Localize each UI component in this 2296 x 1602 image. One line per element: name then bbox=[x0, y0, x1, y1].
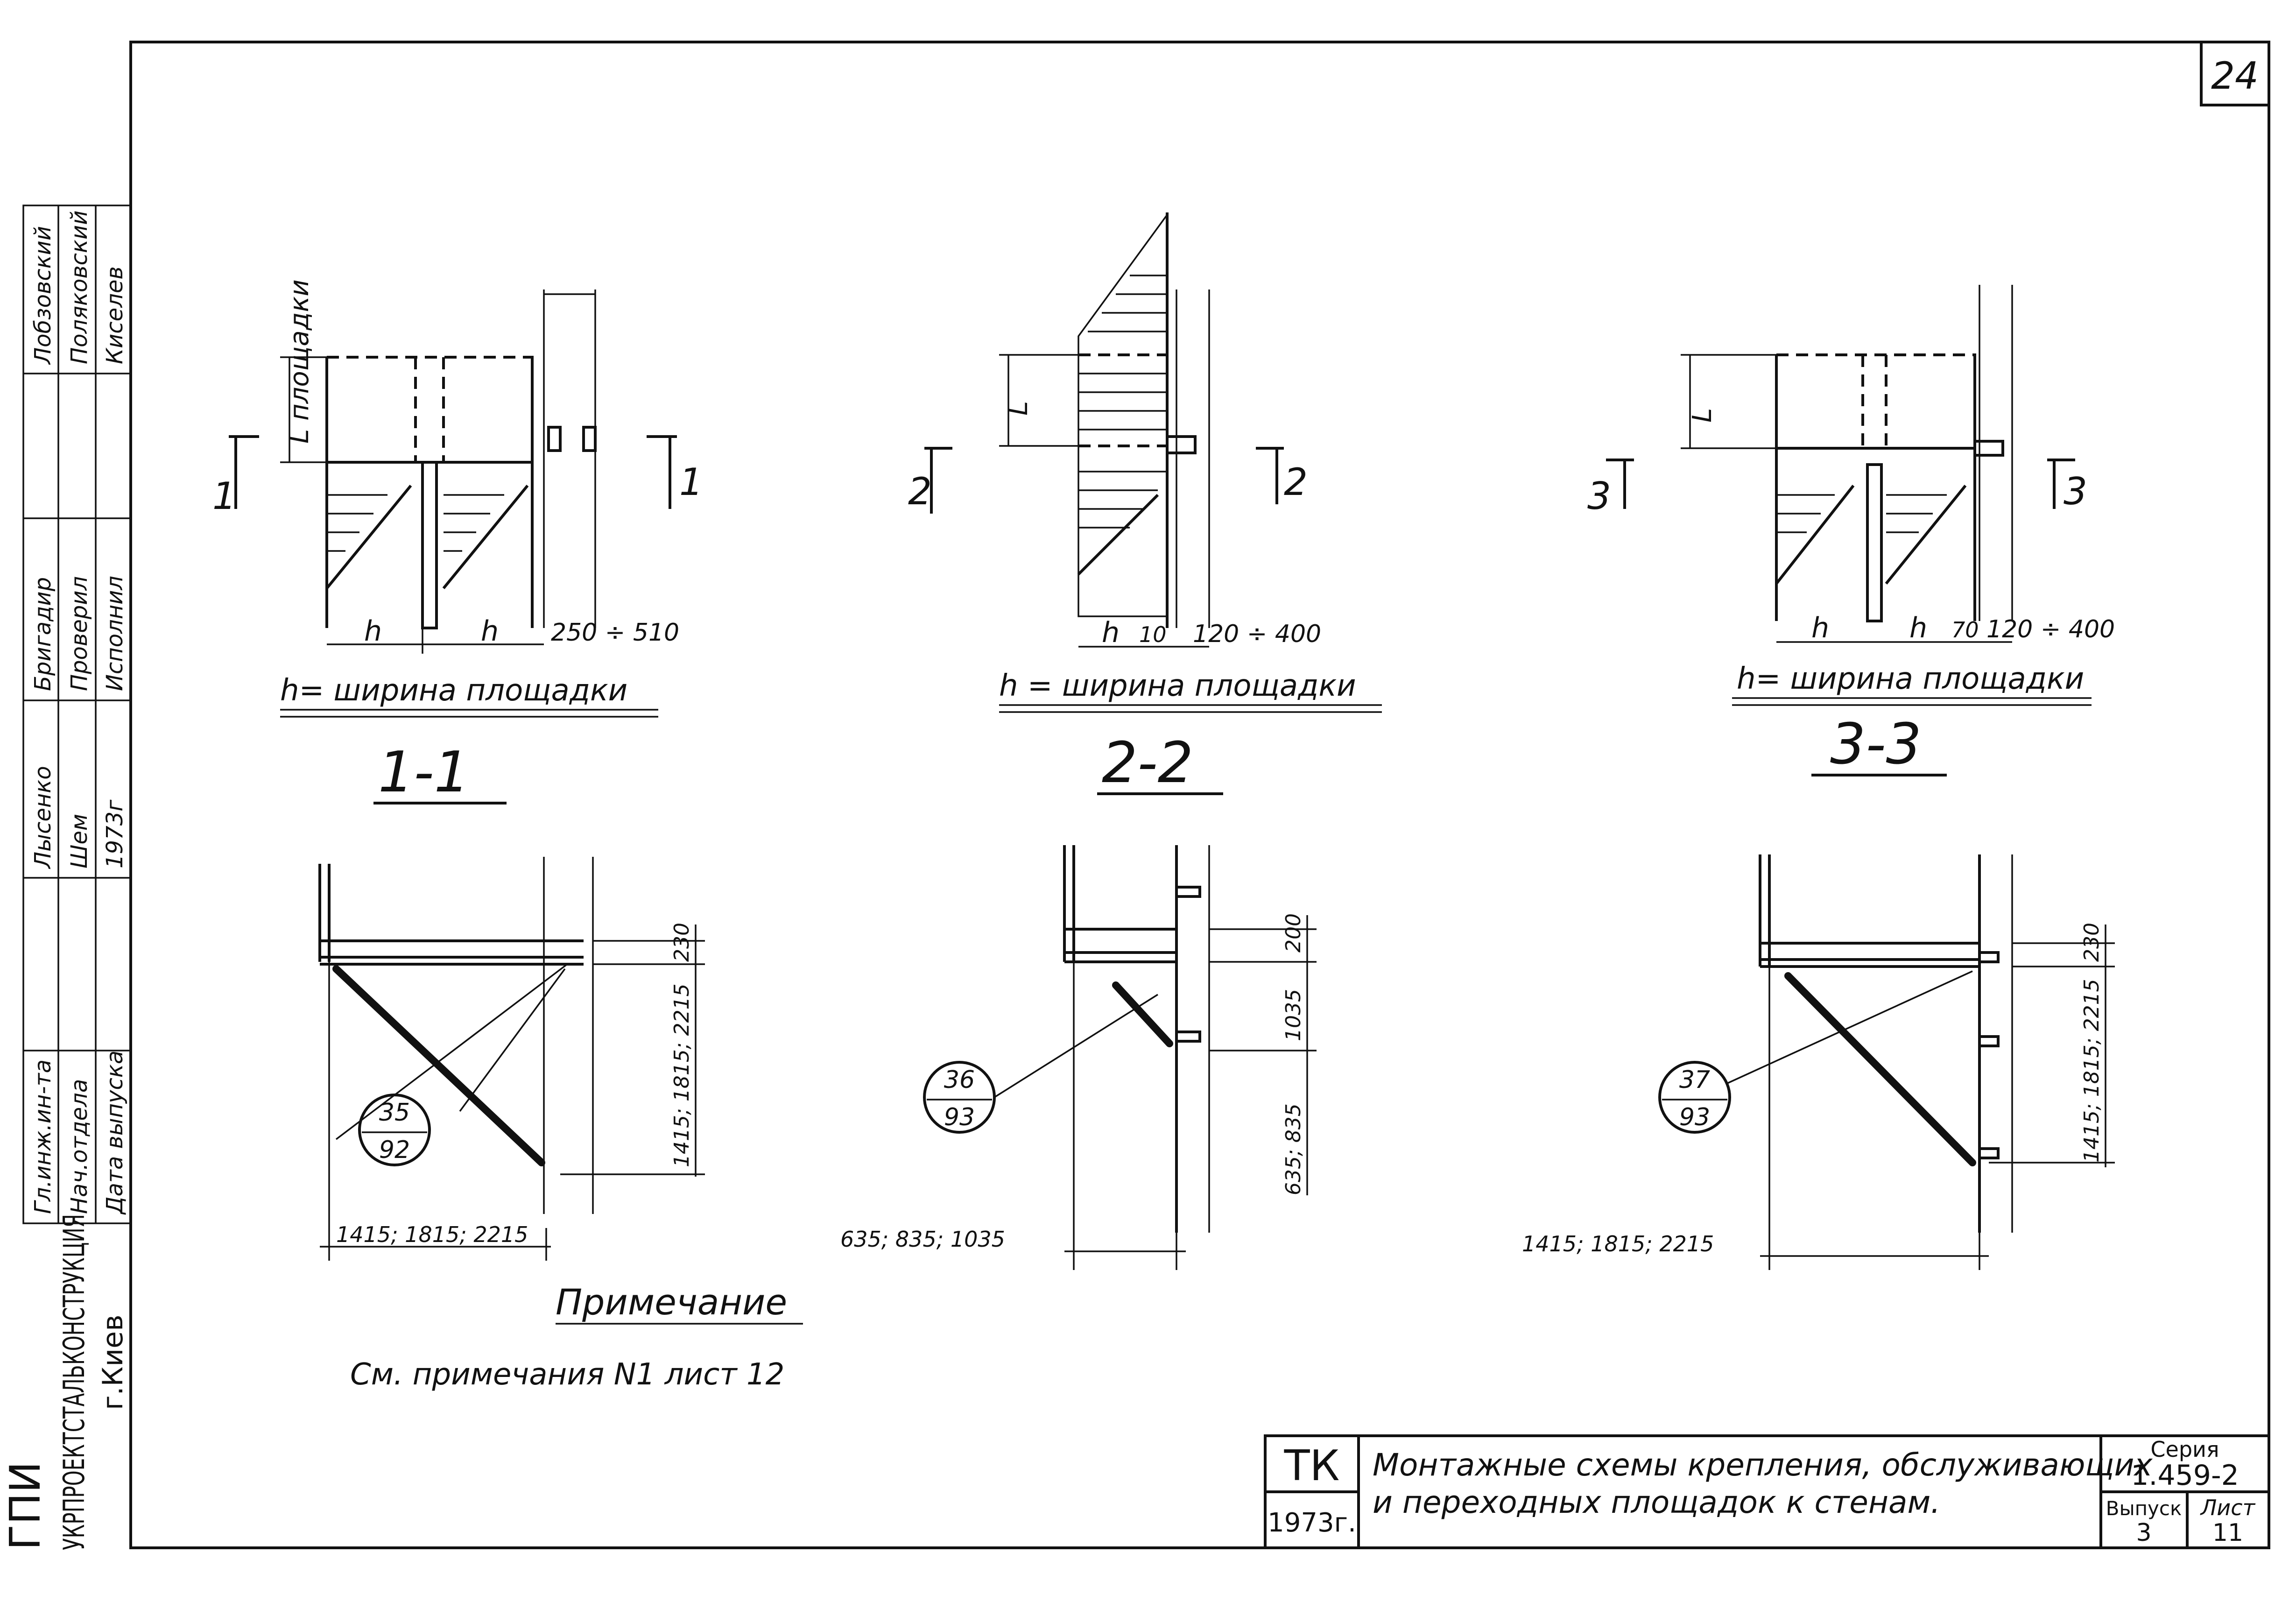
view-1-callout-bottom: 92 bbox=[379, 1136, 410, 1164]
sheet-number: 24 bbox=[2211, 54, 2259, 98]
view-1-plan: L площадки 1 1 h h 250 ÷ 510 h= ширина п… bbox=[212, 279, 703, 805]
view-1-title: 1-1 bbox=[378, 740, 470, 805]
description-line-1: Монтажные схемы крепления, обслуживающих bbox=[1373, 1447, 2153, 1483]
tk-label: ТК bbox=[1284, 1441, 1340, 1490]
view-2-callout-top: 36 bbox=[944, 1066, 975, 1094]
view-1-h2: h bbox=[481, 615, 499, 648]
view-3-title: 3-3 bbox=[1830, 712, 1922, 777]
view-1-h1: h bbox=[364, 615, 382, 648]
note-title: Примечание bbox=[556, 1281, 787, 1323]
view-3-callout-bottom: 93 bbox=[1679, 1103, 1710, 1131]
sheet-number-box: 24 bbox=[2200, 41, 2270, 106]
sheet-label: Лист bbox=[2200, 1495, 2256, 1520]
view-3-plan: L 3 3 h h 70 120 ÷ 400 h= ширина площадк… bbox=[1587, 285, 2115, 777]
stamp-name-1: Лысенко bbox=[30, 766, 56, 869]
view-1-dim-vertical: 1415; 1815; 2215 bbox=[670, 983, 694, 1167]
stamp-name3-1: Лобзовский bbox=[30, 226, 56, 365]
series-label: Серия bbox=[2150, 1437, 2219, 1462]
view-1-width-note: h= ширина площадки bbox=[280, 673, 627, 708]
view-1-dim-horizontal: 1415; 1815; 2215 bbox=[336, 1222, 528, 1247]
view-2-width-note: h = ширина площадки bbox=[999, 669, 1356, 703]
left-stamp: Гл.инж.ин-та Нач.отдела Дата выпуска Лыс… bbox=[1, 205, 132, 1550]
section-3-3: 37 93 1415; 1815; 2215 230 1415; 1815; 2… bbox=[1522, 854, 2115, 1270]
callout-37-93 bbox=[1658, 1061, 1731, 1134]
stamp-role-1: Гл.инж.ин-та bbox=[30, 1059, 56, 1214]
view-1-callout-top: 35 bbox=[379, 1099, 410, 1127]
view-2-dim-top: 200 bbox=[1282, 913, 1305, 953]
view-3-callout-top: 37 bbox=[1679, 1066, 1710, 1094]
view-2-callout-bottom: 93 bbox=[944, 1103, 975, 1131]
sheet-value: 11 bbox=[2212, 1519, 2243, 1547]
stamp-name-2: Шем bbox=[66, 814, 92, 868]
section-2-2: 36 93 635; 835; 1035 200 1035 635; 835 bbox=[840, 845, 1317, 1270]
section-1-1: 35 92 1415; 1815; 2215 230 1415; 1815; 2… bbox=[318, 857, 705, 1261]
view-1-mark-right: 1 bbox=[679, 460, 703, 504]
issue-value: 3 bbox=[2136, 1519, 2151, 1547]
view-3-width-note: h= ширина площадки bbox=[1737, 662, 2084, 696]
org-line-2: УКРПРОЕКТСТАЛЬКОНСТРУКЦИЯ bbox=[57, 1214, 91, 1550]
org-line-3: г.Киев bbox=[97, 1315, 129, 1410]
view-3-dim-vertical: 1415; 1815; 2215 bbox=[2080, 979, 2104, 1163]
description-line-2: и переходных площадок к стенам. bbox=[1373, 1484, 1940, 1520]
org-line-1: ГПИ bbox=[1, 1461, 50, 1550]
callout-35-92 bbox=[358, 1094, 431, 1166]
issue-label: Выпуск bbox=[2106, 1497, 2182, 1520]
view-2-dim-horizontal: 635; 835; 1035 bbox=[840, 1227, 1005, 1252]
note-text: См. примечания N1 лист 12 bbox=[350, 1357, 784, 1392]
view-2-mark-right: 2 bbox=[1284, 460, 1308, 504]
view-2-h1: h bbox=[1102, 616, 1120, 649]
stamp-role3-3: Исполнил bbox=[102, 576, 128, 691]
view-2-mark-left: 2 bbox=[908, 470, 932, 513]
view-3-h2: h bbox=[1909, 612, 1927, 644]
stamp-role-2: Нач.отдела bbox=[66, 1079, 92, 1214]
view-2-gap: 10 bbox=[1139, 622, 1167, 647]
view-2-dim-mid: 1035 bbox=[1282, 989, 1305, 1041]
stamp-role-3: Дата выпуска bbox=[102, 1051, 128, 1215]
note-block: Примечание См. примечания N1 лист 12 bbox=[350, 1281, 803, 1392]
view-1-l-label: L площадки bbox=[284, 279, 315, 444]
view-1-mark-left: 1 bbox=[212, 474, 236, 518]
view-3-gap: 70 bbox=[1951, 617, 1979, 642]
series-value: 1.459-2 bbox=[2131, 1459, 2239, 1492]
view-3-l-label: L bbox=[1687, 408, 1718, 423]
view-3-dim-top: 230 bbox=[2080, 923, 2104, 962]
stamp-year: 1973г bbox=[102, 799, 128, 868]
view-3-h1: h bbox=[1811, 612, 1829, 644]
view-2-plan: L 2 2 h 10 120 ÷ 400 h = ширина площадки… bbox=[908, 212, 1382, 796]
view-2-gap2: 120 ÷ 400 bbox=[1193, 620, 1321, 648]
stamp-role3-2: Проверил bbox=[66, 576, 92, 691]
callout-36-93 bbox=[923, 1061, 996, 1134]
view-3-dim-horizontal: 1415; 1815; 2215 bbox=[1522, 1231, 1714, 1256]
stamp-name3-3: Киселев bbox=[102, 266, 128, 364]
view-1-gap: 250 ÷ 510 bbox=[551, 619, 679, 647]
title-block: ТК 1973г. Монтажные схемы крепления, обс… bbox=[1264, 1434, 2270, 1549]
stamp-role3-1: Бригадир bbox=[30, 577, 56, 691]
stamp-name3-2: Поляковский bbox=[66, 211, 92, 364]
view-2-dim-vertical: 635; 835 bbox=[1282, 1103, 1305, 1195]
view-3-gap2: 120 ÷ 400 bbox=[1986, 615, 2115, 643]
view-3-mark-left: 3 bbox=[1587, 474, 1611, 518]
tk-year: 1973г. bbox=[1268, 1508, 1356, 1538]
view-2-title: 2-2 bbox=[1102, 731, 1193, 796]
view-2-l-label: L bbox=[1003, 401, 1034, 416]
view-1-dim-top: 230 bbox=[670, 923, 694, 962]
view-3-mark-right: 3 bbox=[2064, 470, 2087, 513]
